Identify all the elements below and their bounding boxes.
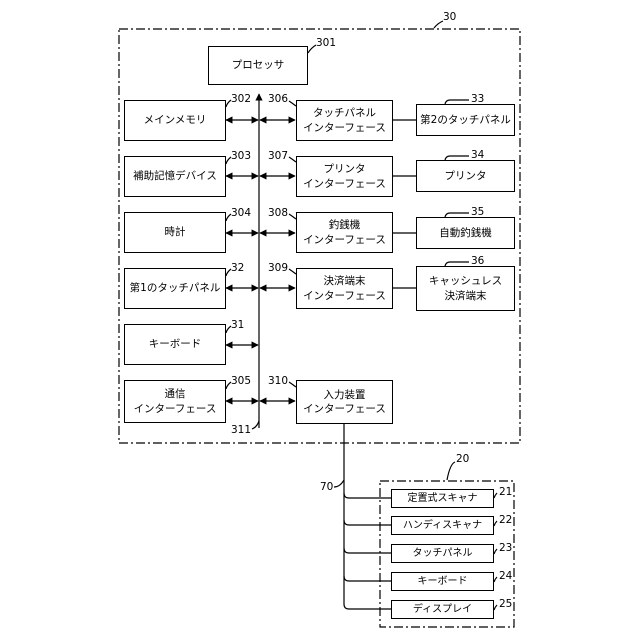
ref-311: 311 — [231, 425, 251, 436]
leader-23 — [494, 549, 497, 554]
leader-301 — [308, 45, 316, 53]
auxiliary-storage-box: 補助記憶デバイス — [124, 156, 226, 197]
ref-304: 304 — [231, 208, 251, 219]
touch-panel-box: タッチパネル — [391, 544, 494, 563]
cable-branch-24 — [344, 576, 391, 581]
communication-interface-box: 通信 インターフェース — [124, 380, 226, 423]
leader-307 — [289, 157, 296, 162]
leader-24 — [494, 577, 497, 582]
stationary-scanner-box: 定置式スキャナ — [391, 489, 494, 508]
ref-33: 33 — [471, 94, 484, 105]
ref-36: 36 — [471, 256, 484, 267]
ref-32: 32 — [231, 263, 244, 274]
ref-302: 302 — [231, 94, 251, 105]
ref-301: 301 — [316, 38, 336, 49]
ref-22: 22 — [499, 515, 512, 526]
main-memory-box: メインメモリ — [124, 100, 226, 141]
ref-308: 308 — [268, 208, 288, 219]
ref-30: 30 — [443, 12, 456, 23]
display-box: ディスプレイ — [391, 600, 494, 619]
ref-20: 20 — [456, 454, 469, 465]
clock-box: 時計 — [124, 212, 226, 253]
ref-24: 24 — [499, 571, 512, 582]
cable-branch-21 — [344, 493, 391, 498]
ref-25: 25 — [499, 599, 512, 610]
leader-308 — [289, 214, 296, 219]
ref-21: 21 — [499, 487, 512, 498]
keyboard-box: キーボード — [124, 324, 226, 365]
touch-panel-interface-box: タッチパネル インターフェース — [296, 100, 393, 141]
leader-30 — [434, 21, 443, 28]
first-touch-panel-box: 第1のタッチパネル — [124, 268, 226, 309]
ref-34: 34 — [471, 150, 484, 161]
leader-22 — [494, 521, 497, 526]
ref-35: 35 — [471, 207, 484, 218]
ref-307: 307 — [268, 151, 288, 162]
cable-branch-23 — [344, 548, 391, 553]
ref-31: 31 — [231, 320, 244, 331]
ref-305: 305 — [231, 376, 251, 387]
ref-310: 310 — [268, 376, 288, 387]
ref-309: 309 — [268, 263, 288, 274]
ref-303: 303 — [231, 151, 251, 162]
leader-310 — [289, 382, 296, 387]
input-device-interface-box: 入力装置 インターフェース — [296, 380, 393, 424]
cashless-payment-terminal-box: キャッシュレス 決済端末 — [416, 266, 515, 311]
ref-306: 306 — [268, 94, 288, 105]
second-touch-panel-box: 第2のタッチパネル — [416, 104, 515, 136]
leader-20 — [447, 462, 455, 480]
payment-terminal-interface-box: 決済端末 インターフェース — [296, 268, 393, 309]
ref-23: 23 — [499, 543, 512, 554]
leader-25 — [494, 605, 497, 610]
keyboard-device-box: キーボード — [391, 572, 494, 591]
automatic-change-machine-box: 自動釣銭機 — [416, 217, 515, 249]
printer-box: プリンタ — [416, 160, 515, 192]
leader-306 — [289, 101, 296, 106]
change-machine-interface-box: 釣銭機 インターフェース — [296, 212, 393, 253]
processor-box: プロセッサ — [208, 46, 308, 85]
printer-interface-box: プリンタ インターフェース — [296, 156, 393, 197]
handy-scanner-box: ハンディスキャナ — [391, 516, 494, 535]
leader-309 — [289, 269, 296, 274]
cable-branch-22 — [344, 520, 391, 525]
leader-21 — [494, 493, 497, 498]
ref-70: 70 — [320, 482, 333, 493]
leader-70 — [334, 480, 344, 487]
leader-311 — [252, 421, 259, 429]
cable-branch-25 — [344, 604, 391, 609]
